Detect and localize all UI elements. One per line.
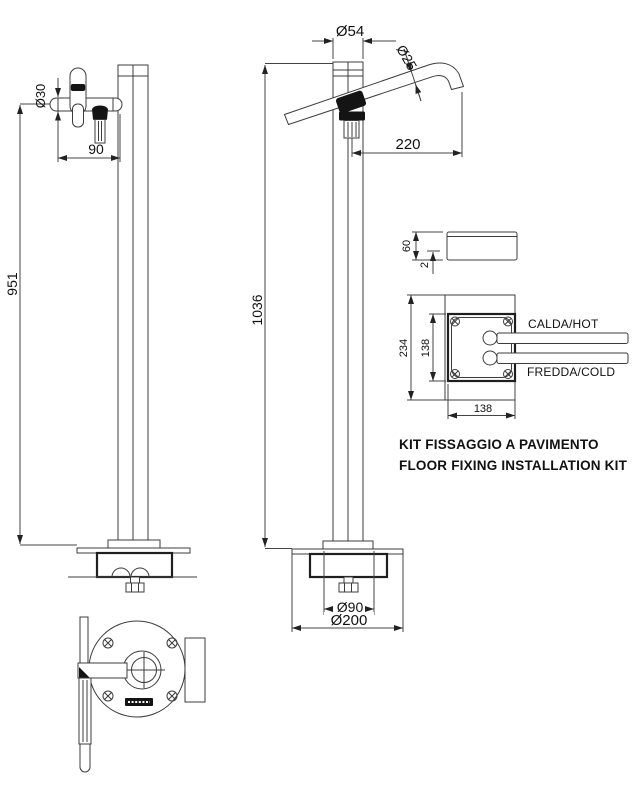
dim-label-dia90: Ø90 <box>337 599 364 615</box>
plan-screws <box>102 637 178 702</box>
kit-caption-italian: KIT FISSAGGIO A PAVIMENTO <box>399 437 599 452</box>
side-view: 951 Ø30 90 <box>4 64 197 593</box>
dim-label-dia54: Ø54 <box>336 23 364 40</box>
fixing-kit: 60 2 <box>398 231 629 473</box>
dim-top-dia: Ø54 <box>312 23 396 59</box>
dim-label-90: 90 <box>88 141 104 157</box>
dim-base-dia: Ø200 <box>291 554 404 632</box>
cold-inlet-hole <box>482 350 498 366</box>
plan-view <box>77 616 206 773</box>
front-view-base <box>291 540 404 593</box>
dim-kit-plate: 2 <box>419 250 440 274</box>
screw-icon <box>450 369 460 379</box>
side-view-handle-assembly <box>49 67 123 144</box>
dim-kit-inner-width: 138 <box>447 384 516 419</box>
side-view-column <box>117 64 149 546</box>
dim-kit-outer: 234 <box>398 294 445 401</box>
mixer-cartridge <box>335 90 367 114</box>
side-view-base <box>68 539 197 593</box>
dim-label-60: 60 <box>401 240 413 252</box>
kit-box-side <box>446 231 518 261</box>
dim-collar-dia: Ø90 <box>323 551 375 615</box>
dim-handle-dia: Ø30 <box>33 78 61 130</box>
dim-label-234: 234 <box>398 339 410 357</box>
screw-icon <box>503 369 513 379</box>
plan-spout-stub <box>184 637 206 703</box>
dim-label-dia25: Ø25 <box>393 42 420 73</box>
kit-box-top <box>444 294 629 401</box>
dim-spout-reach: 220 <box>351 92 463 157</box>
screw-icon <box>450 316 460 327</box>
front-view-spout <box>283 62 465 139</box>
dim-label-2: 2 <box>419 262 431 268</box>
dim-label-138h: 138 <box>474 403 492 415</box>
screw-icon <box>102 690 114 702</box>
spout-end-on <box>92 105 108 121</box>
brand-stamp <box>125 698 153 706</box>
dim-kit-height: 60 <box>401 231 443 261</box>
dim-handle-offset: 90 <box>57 114 121 162</box>
dim-label-1036: 1036 <box>249 294 265 325</box>
kit-caption-english: FLOOR FIXING INSTALLATION KIT <box>399 458 628 473</box>
dim-label-dia30: Ø30 <box>33 84 48 109</box>
lever-band <box>70 84 86 91</box>
dim-label-dia200: Ø200 <box>331 612 368 629</box>
screw-icon <box>503 316 513 327</box>
hot-pipe <box>496 332 629 344</box>
cold-pipe <box>496 352 629 364</box>
dim-label-138v: 138 <box>420 339 432 357</box>
hot-label: CALDA/HOT <box>528 317 599 331</box>
hot-inlet-hole <box>482 330 498 346</box>
screw-icon <box>166 690 178 702</box>
dim-front-height: 1036 <box>249 63 333 549</box>
dim-label-220: 220 <box>395 136 420 153</box>
cold-label: FREDDA/COLD <box>527 365 615 379</box>
front-view: Ø54 1036 Ø25 220 Ø90 <box>249 23 465 632</box>
dim-label-951: 951 <box>4 272 20 296</box>
dim-kit-inner-height: 138 <box>420 313 446 382</box>
dim-side-height: 951 <box>4 103 77 546</box>
plan-lever <box>77 616 128 773</box>
mixer-nut <box>339 111 365 121</box>
screw-icon <box>102 637 114 649</box>
screw-icon <box>166 637 178 649</box>
